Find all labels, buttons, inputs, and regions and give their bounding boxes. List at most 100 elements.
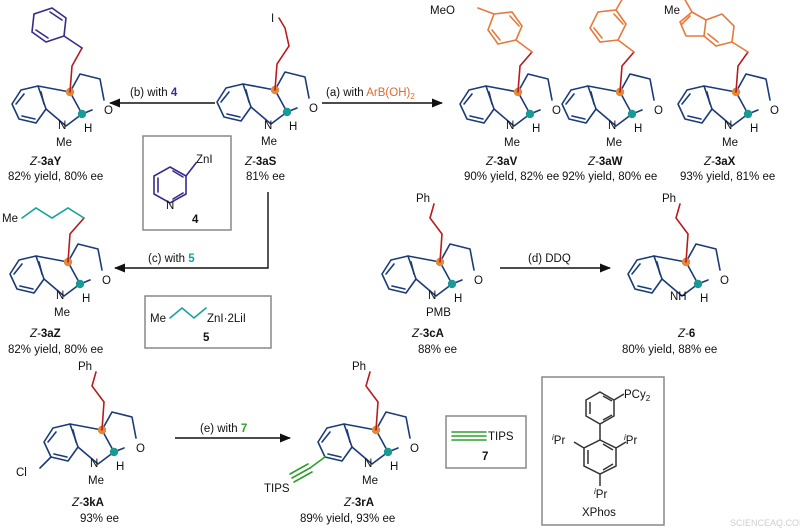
methyl-label: Me [504, 137, 520, 149]
phenyl-label: Ph [78, 361, 92, 373]
methyl-label: Me [362, 475, 378, 487]
compound-label-3aV: Z-3aV [485, 156, 518, 168]
xphos-name: XPhos [582, 507, 616, 519]
compound-6: Ph NH H O [627, 193, 729, 305]
compound-label-3kA: Z-3kA [71, 497, 104, 509]
compound-3aX: N Me N H O Me [664, 0, 779, 149]
reagent-b: (b) with 4 [130, 87, 178, 99]
nitrogen-label: N [364, 458, 372, 470]
oxygen-label: O [102, 275, 111, 287]
number-5: 5 [203, 332, 210, 344]
compound-3cA: Ph N H O PMB [381, 193, 483, 319]
iodine-label: I [271, 13, 274, 25]
methyl-label: Me [606, 137, 622, 149]
compound-info-3cA: 88% ee [418, 344, 457, 356]
zinc-iodide-label: ZnI [196, 154, 213, 166]
nh-label: NH [670, 291, 687, 303]
box-reagent-7 [445, 415, 527, 469]
compound-3aY: N H O Me [11, 7, 113, 149]
reagent-a: (a) with ArB(OH)2 [326, 87, 415, 101]
hydrogen-label: H [390, 461, 398, 473]
tips-label: TIPS [264, 483, 290, 495]
zinc-butyl-5: Me ZnI·2LiI 5 [150, 306, 246, 344]
compound-info-3rA: 89% yield, 93% ee [300, 513, 395, 525]
hydrogen-label: H [116, 461, 124, 473]
nitrogen-label: N [428, 290, 436, 302]
phenyl-label: Ph [352, 361, 366, 373]
zinc-pyridine-4: ZnI N 4 [153, 154, 213, 226]
xphos-structure: PCy2 iPr iPr iPr [552, 389, 651, 501]
nitrogen-label: N [724, 120, 732, 132]
compound-info-3aS: 81% ee [246, 171, 285, 183]
oxygen-label: O [770, 105, 779, 117]
compound-label-3aX: Z-3aX [703, 156, 736, 168]
phenyl-label: Ph [662, 193, 676, 205]
compound-3aZ: Me N H O Me [2, 207, 111, 319]
oxygen-label: O [720, 275, 729, 287]
nitrogen-label: N [608, 120, 616, 132]
compound-label-3cA: Z-3cA [411, 328, 444, 340]
compound-label-3rA: Z-3rA [343, 497, 374, 509]
compound-info-3aW: 92% yield, 80% ee [562, 171, 657, 183]
hydrogen-label: H [289, 121, 297, 133]
compound-label-3aS: Z-3aS [244, 156, 277, 168]
oxygen-label: O [474, 275, 483, 287]
compound-3aV: MeO N H O Me [430, 5, 561, 149]
compound-3aW: Me N H O Me [561, 0, 663, 149]
pyridine-nitrogen: N [166, 200, 174, 212]
hydrogen-label: H [454, 293, 462, 305]
compound-3aS: I N H O Me [216, 13, 318, 148]
oxygen-label: O [309, 103, 318, 115]
hydrogen-label: H [532, 123, 540, 135]
box-xphos [541, 376, 665, 526]
hydrogen-label: H [84, 123, 92, 135]
number-7: 7 [482, 451, 488, 463]
reagent-c: (c) with 5 [148, 253, 195, 265]
compound-info-3aZ: 82% yield, 80% ee [8, 344, 103, 356]
tips-reagent-label: TIPS [488, 431, 514, 443]
chain-methyl: Me [2, 213, 18, 225]
methyl-label: Me [722, 137, 738, 149]
nitrogen-label: N [506, 120, 514, 132]
hydrogen-label: H [750, 123, 758, 135]
compound-label-3aW: Z-3aW [587, 156, 623, 168]
oxygen-label: O [552, 105, 561, 117]
reagent-e: (e) with 7 [200, 423, 247, 435]
nitrogen-label: N [58, 120, 66, 132]
pcy2-label: PCy2 [624, 389, 651, 403]
ipr-right: iPr [624, 433, 637, 447]
methyl-label: Me [261, 136, 277, 148]
compound-info-3aX: 93% yield, 81% ee [680, 171, 775, 183]
compound-info-6: 80% yield, 88% ee [622, 344, 717, 356]
nitrogen-label: N [264, 120, 272, 132]
compound-label-3aZ: Z-3aZ [29, 328, 61, 340]
hydrogen-label: H [700, 293, 708, 305]
reagent-d: (d) DDQ [528, 253, 571, 265]
methyl-label: Me [56, 137, 72, 149]
box-reagent-4 [142, 135, 232, 231]
butyl-methyl: Me [150, 313, 166, 325]
tips-acetylene-7: TIPS 7 [451, 431, 514, 463]
compound-info-3aV: 90% yield, 82% ee [464, 171, 559, 183]
watermark: SCIENCEAQ.COM [730, 518, 800, 528]
phenyl-label: Ph [416, 193, 430, 205]
ipr-left: iPr [552, 433, 565, 447]
compound-label-3aY: Z-3aY [29, 156, 62, 168]
oxygen-label: O [136, 443, 145, 455]
hydrogen-label: H [82, 293, 90, 305]
chloro-label: Cl [16, 467, 27, 479]
ipr-bottom: iPr [594, 487, 607, 501]
compound-info-3kA: 93% ee [80, 513, 119, 525]
pmb-label: PMB [426, 307, 451, 319]
box-reagent-5 [144, 295, 272, 349]
zinc-lithium-label: ZnI·2LiI [207, 313, 246, 325]
methyl-label: Me [88, 475, 104, 487]
hydrogen-label: H [634, 123, 642, 135]
nitrogen-label: N [56, 290, 64, 302]
number-4: 4 [192, 214, 199, 226]
methoxy-label: MeO [430, 5, 455, 17]
indole-methyl: Me [664, 5, 680, 17]
oxygen-label: O [654, 105, 663, 117]
compound-info-3aY: 82% yield, 80% ee [8, 171, 103, 183]
